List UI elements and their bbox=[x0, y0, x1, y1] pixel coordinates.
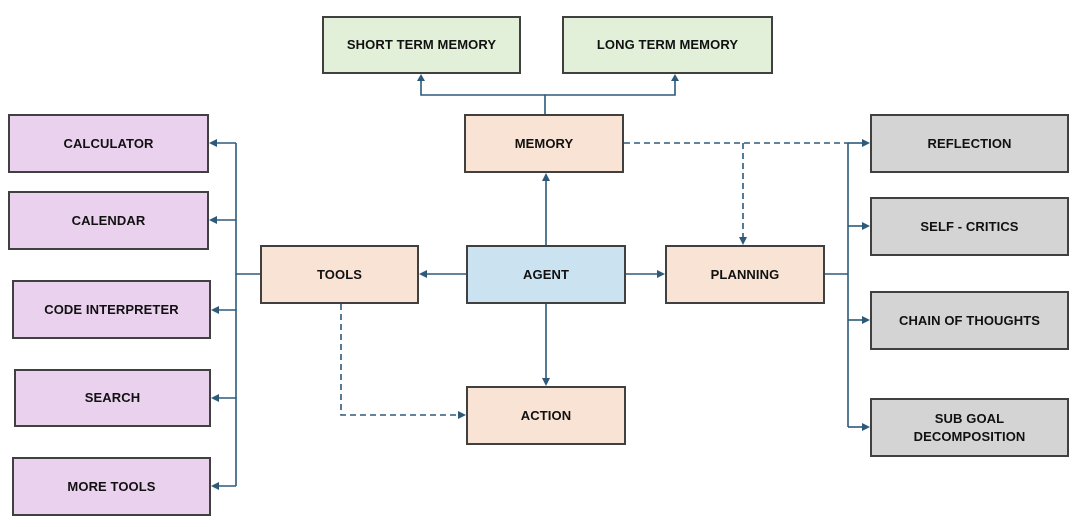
memory-to-ltm-wire bbox=[545, 80, 676, 96]
stm-arrowhead bbox=[417, 74, 425, 81]
long-term-memory-label: LONG TERM MEMORY bbox=[596, 37, 739, 52]
action-node: ACTION bbox=[466, 386, 626, 445]
sub-goal-label: SUB GOAL DECOMPOSITION bbox=[914, 410, 1026, 446]
memory-to-stm-wire bbox=[420, 80, 546, 114]
more-tools-label: MORE TOOLS bbox=[67, 478, 156, 494]
more-arrowhead bbox=[211, 482, 219, 490]
code-arrowhead bbox=[211, 306, 219, 314]
planning-arrowhead bbox=[657, 270, 665, 278]
memory-label: MEMORY bbox=[514, 135, 574, 151]
action-label: ACTION bbox=[520, 407, 572, 423]
planning-label: PLANNING bbox=[710, 266, 780, 282]
search-node: SEARCH bbox=[14, 369, 211, 427]
self-critics-label: SELF - CRITICS bbox=[920, 218, 1019, 234]
tools-node: TOOLS bbox=[260, 245, 419, 304]
calculator-label: CALCULATOR bbox=[63, 135, 154, 151]
agent-label: AGENT bbox=[523, 266, 569, 282]
search-arrowhead bbox=[211, 394, 219, 402]
calculator-node: CALCULATOR bbox=[8, 114, 209, 173]
short-term-memory-node: SHORT TERM MEMORY bbox=[322, 16, 521, 74]
planning-node: PLANNING bbox=[665, 245, 825, 304]
calendar-node: CALENDAR bbox=[8, 191, 209, 250]
self-critics-arrowhead bbox=[862, 222, 870, 230]
short-term-memory-label: SHORT TERM MEMORY bbox=[346, 37, 497, 52]
planning-dashed-arrowhead bbox=[739, 237, 747, 245]
tools-to-action-dashed-wire bbox=[340, 304, 459, 416]
self-critics-node: SELF - CRITICS bbox=[870, 197, 1069, 256]
memory-arrowhead bbox=[542, 173, 550, 181]
sub-goal-label-line1: SUB GOAL bbox=[934, 410, 1005, 426]
subgoal-arrowhead bbox=[862, 423, 870, 431]
code-interpreter-label: CODE INTERPRETER bbox=[44, 301, 179, 317]
chain-of-thoughts-label: CHAIN OF THOUGHTS bbox=[898, 312, 1041, 328]
agent-node: AGENT bbox=[466, 245, 626, 304]
memory-node: MEMORY bbox=[464, 114, 624, 173]
more-tools-node: MORE TOOLS bbox=[12, 457, 211, 516]
calculator-arrowhead bbox=[209, 139, 217, 147]
action-arrowhead bbox=[542, 378, 550, 386]
tools-arrowhead bbox=[419, 270, 427, 278]
search-label: SEARCH bbox=[84, 390, 141, 405]
reflection-arrowhead bbox=[862, 139, 870, 147]
calendar-label: CALENDAR bbox=[71, 212, 146, 228]
cot-arrowhead bbox=[862, 316, 870, 324]
long-term-memory-node: LONG TERM MEMORY bbox=[562, 16, 773, 74]
sub-goal-decomposition-node: SUB GOAL DECOMPOSITION bbox=[870, 398, 1069, 457]
code-interpreter-node: CODE INTERPRETER bbox=[12, 280, 211, 339]
tools-label: TOOLS bbox=[316, 266, 363, 282]
ltm-arrowhead bbox=[671, 74, 679, 81]
reflection-node: REFLECTION bbox=[870, 114, 1069, 173]
calendar-arrowhead bbox=[209, 216, 217, 224]
chain-of-thoughts-node: CHAIN OF THOUGHTS bbox=[870, 291, 1069, 350]
reflection-label: REFLECTION bbox=[927, 135, 1012, 151]
sub-goal-label-line2: DECOMPOSITION bbox=[913, 428, 1026, 444]
action-dashed-arrowhead bbox=[458, 411, 466, 419]
